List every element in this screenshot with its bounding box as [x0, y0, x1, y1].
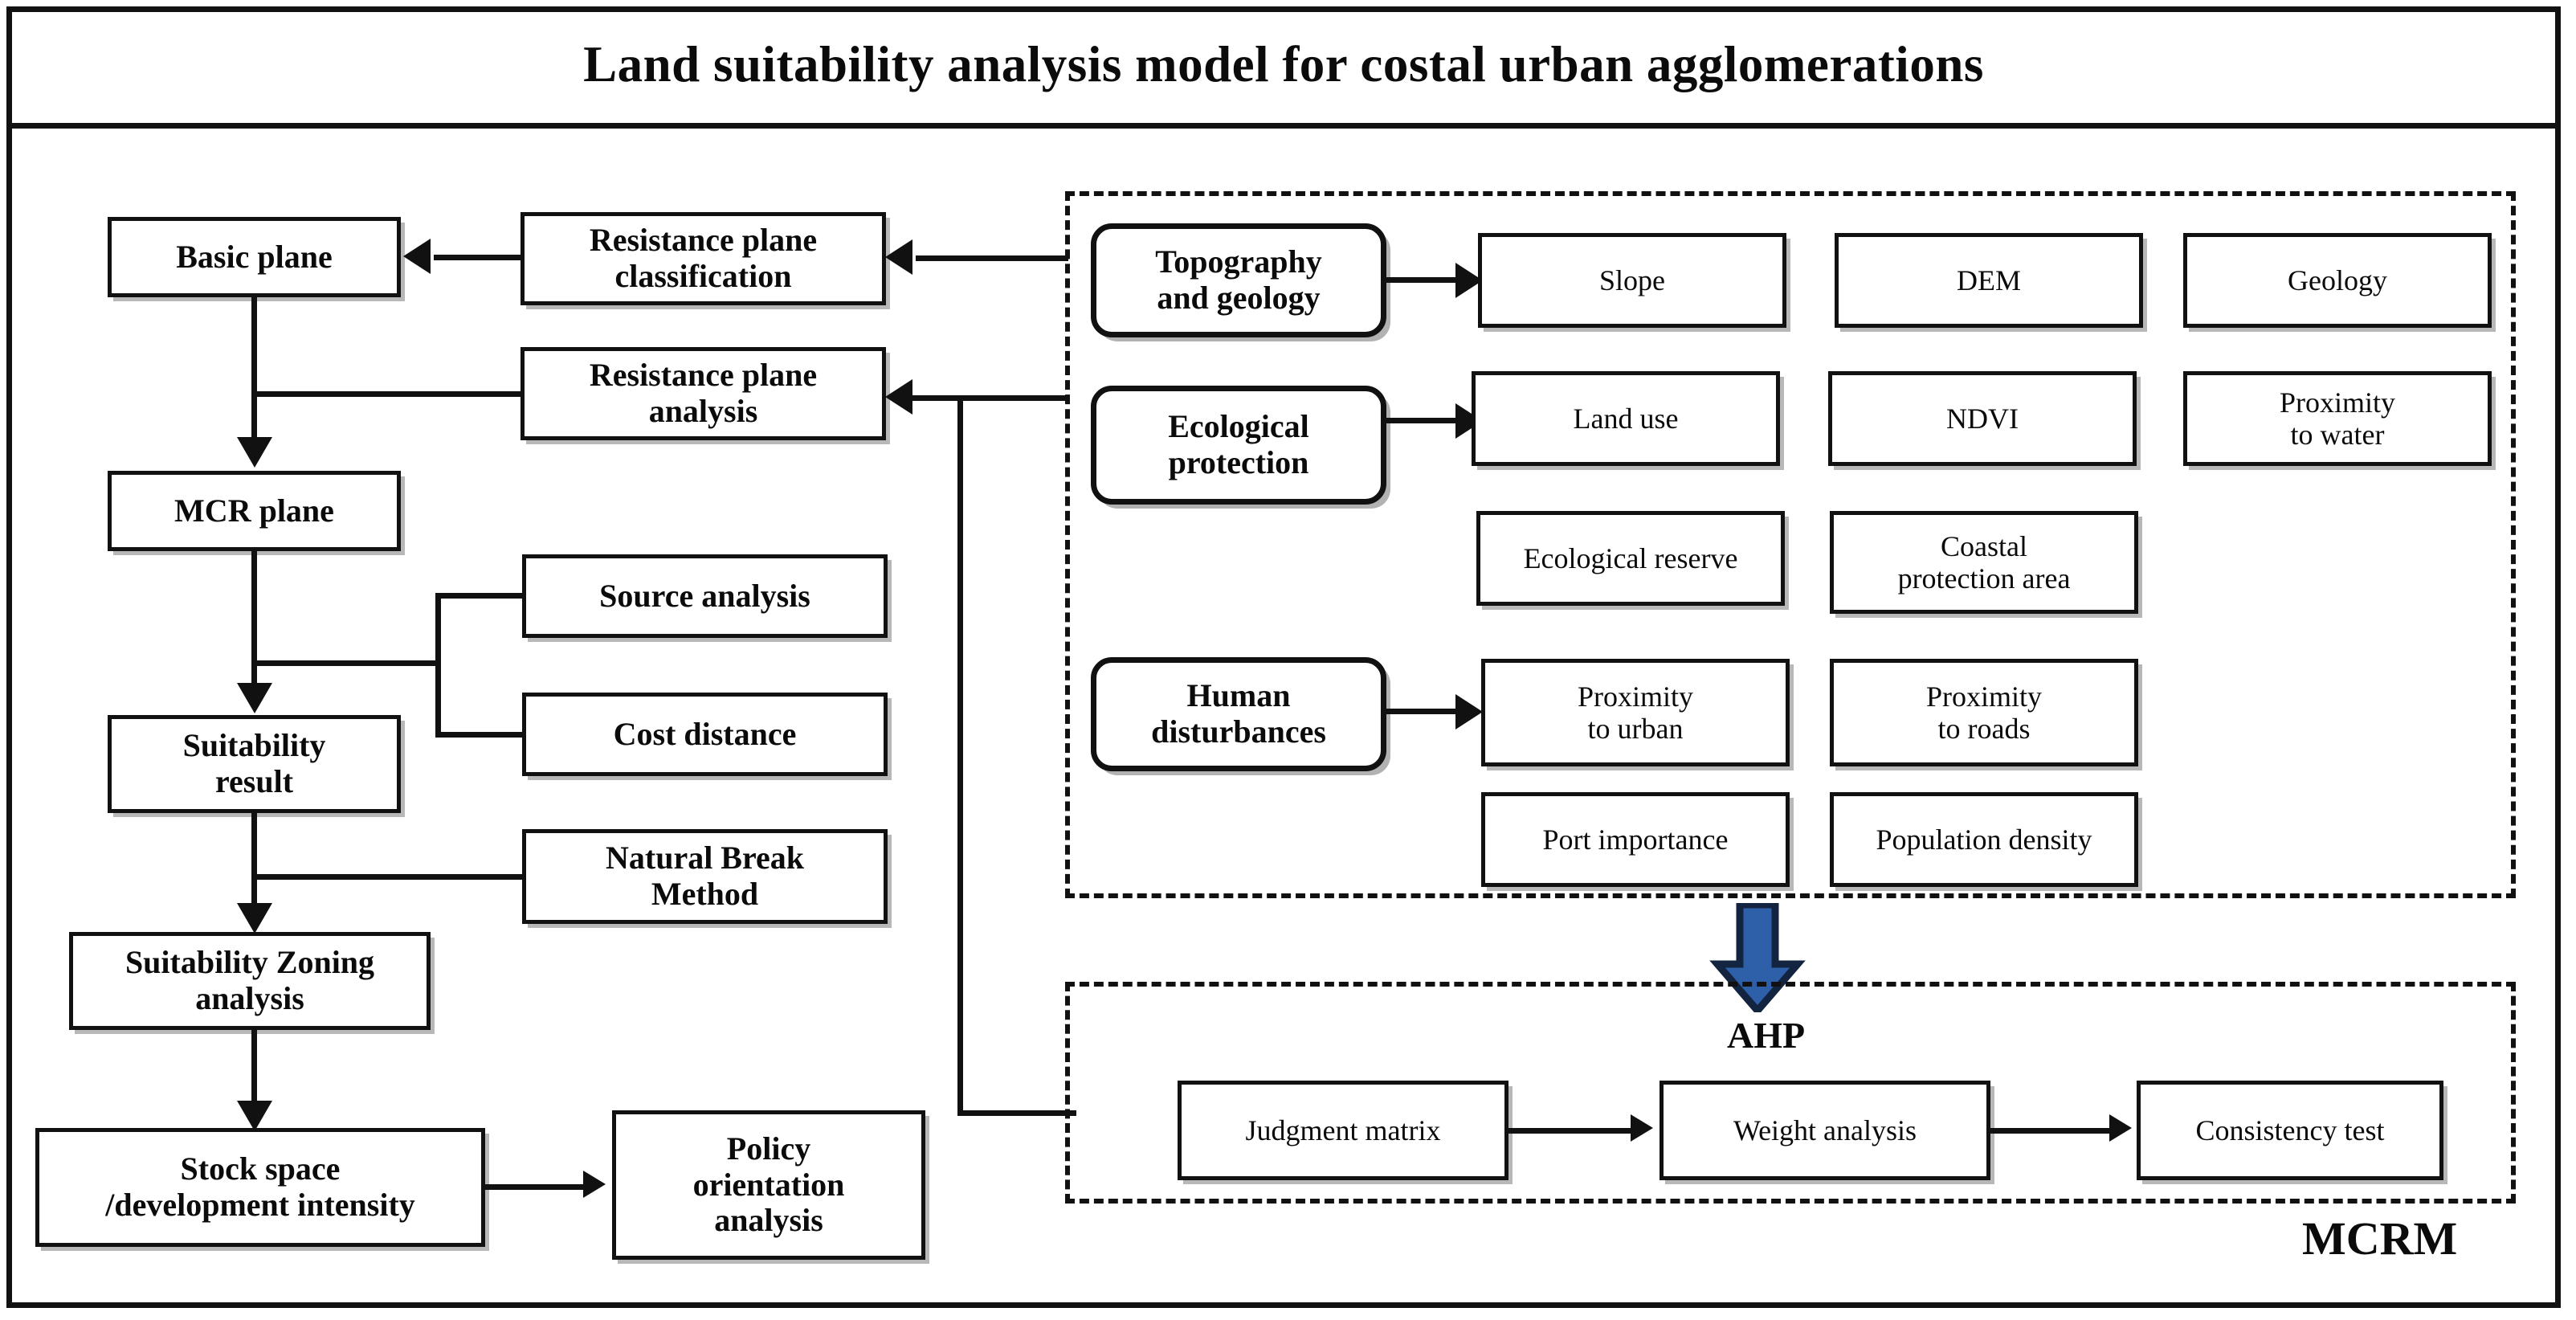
connector-basic-to-mcr [251, 297, 257, 440]
bracket-top-to-source-analysis [435, 593, 525, 599]
connector-mcr-to-suitability [251, 551, 257, 686]
arrowhead-right [583, 1171, 606, 1198]
node-population-density[interactable]: Population density [1830, 792, 2138, 887]
connector-zoning-to-stock [251, 1030, 257, 1107]
node-dem[interactable]: DEM [1835, 233, 2143, 328]
connector-natural-break-to-trunk [251, 874, 526, 880]
node-ecological-protection[interactable]: Ecological protection [1091, 386, 1386, 505]
arrowhead-right [1455, 694, 1483, 729]
node-label: Stock space /development intensity [105, 1150, 415, 1223]
node-coastal-protection-area[interactable]: Coastal protection area [1830, 511, 2138, 614]
connector-arrow-stub [912, 395, 961, 401]
node-label: Geology [2288, 264, 2387, 296]
arrowhead-left [885, 239, 912, 275]
node-label: MCR plane [174, 492, 334, 529]
node-stock-space-development-intensity[interactable]: Stock space /development intensity [35, 1128, 485, 1247]
node-label: Judgment matrix [1245, 1114, 1441, 1146]
node-label: Population density [1876, 823, 2092, 856]
arrowhead-down [237, 437, 272, 468]
node-label: Coastal protection area [1897, 529, 2071, 595]
node-suitability-result[interactable]: Suitability result [108, 715, 401, 813]
node-label: Natural Break Method [605, 840, 805, 912]
node-proximity-to-urban[interactable]: Proximity to urban [1481, 659, 1790, 766]
node-label: Slope [1598, 264, 1665, 296]
arrowhead-right [1631, 1114, 1653, 1142]
ahp-heading: AHP [1727, 1015, 1806, 1056]
arrowhead-down [237, 903, 272, 934]
connector-ahp-trunk-vertical [957, 395, 963, 1116]
connector-panel-to-resistance-classification [916, 255, 1068, 261]
node-label: Land use [1573, 402, 1679, 435]
node-proximity-to-water[interactable]: Proximity to water [2183, 371, 2492, 466]
node-human-disturbances[interactable]: Human disturbances [1091, 657, 1386, 771]
node-ndvi[interactable]: NDVI [1828, 371, 2137, 466]
node-consistency-test[interactable]: Consistency test [2137, 1081, 2443, 1180]
node-label: Source analysis [599, 577, 810, 614]
node-label: Port importance [1542, 823, 1729, 856]
node-label: Proximity to water [2279, 386, 2396, 451]
connector-ahp-trunk-to-ahp-panel [957, 1110, 1076, 1116]
node-source-analysis[interactable]: Source analysis [522, 554, 888, 638]
arrowhead-down [237, 1101, 272, 1131]
node-label: Weight analysis [1733, 1114, 1917, 1146]
node-label: Suitability Zoning analysis [125, 944, 375, 1016]
ahp-panel [1065, 982, 2516, 1204]
node-label: Basic plane [176, 238, 333, 275]
connector-suitability-to-zoning [251, 813, 257, 908]
title-bar: Land suitability analysis model for cost… [6, 6, 2561, 129]
node-policy-orientation-analysis[interactable]: Policy orientation analysis [612, 1110, 925, 1260]
node-label: Suitability result [182, 727, 326, 799]
connector-human-to-proximity-urban [1386, 709, 1464, 714]
node-land-use[interactable]: Land use [1472, 371, 1780, 466]
page-title: Land suitability analysis model for cost… [583, 36, 1984, 92]
node-label: Topography and geology [1155, 243, 1322, 316]
node-label: Ecological reserve [1523, 541, 1738, 574]
node-cost-distance[interactable]: Cost distance [522, 693, 888, 776]
connector-stock-to-policy [485, 1184, 590, 1190]
indicator-panel [1065, 191, 2516, 898]
connector-weight-to-consistency [1990, 1128, 2116, 1134]
node-basic-plane[interactable]: Basic plane [108, 217, 401, 297]
node-label: DEM [1957, 264, 2021, 296]
bracket-stem-to-mcr-trunk [251, 660, 441, 666]
connector-panel-to-resistance-analysis [957, 395, 1070, 401]
node-judgment-matrix[interactable]: Judgment matrix [1178, 1081, 1508, 1180]
node-label: Resistance plane analysis [589, 357, 818, 429]
connector-resistance-classification-to-basic [434, 255, 524, 260]
mcrm-label: MCRM [2302, 1212, 2458, 1265]
node-suitability-zoning-analysis[interactable]: Suitability Zoning analysis [69, 932, 431, 1030]
node-resistance-plane-classification[interactable]: Resistance plane classification [521, 212, 886, 305]
node-topography-and-geology[interactable]: Topography and geology [1091, 223, 1386, 337]
node-label: Policy orientation analysis [692, 1130, 845, 1239]
node-weight-analysis[interactable]: Weight analysis [1659, 1081, 1990, 1180]
node-label: Proximity to urban [1577, 680, 1694, 745]
node-ecological-reserve[interactable]: Ecological reserve [1476, 511, 1785, 606]
node-label: Cost distance [613, 715, 797, 752]
node-geology[interactable]: Geology [2183, 233, 2492, 328]
arrowhead-left [885, 379, 912, 415]
node-port-importance[interactable]: Port importance [1481, 792, 1790, 887]
node-resistance-plane-analysis[interactable]: Resistance plane analysis [521, 347, 886, 440]
node-label: Resistance plane classification [589, 222, 818, 294]
arrowhead-right [2109, 1114, 2132, 1142]
node-natural-break-method[interactable]: Natural Break Method [522, 829, 888, 924]
node-label: Consistency test [2195, 1114, 2385, 1146]
node-label: Human disturbances [1151, 677, 1326, 750]
node-label: Proximity to roads [1925, 680, 2043, 745]
connector-judgment-to-weight [1508, 1128, 1637, 1134]
node-label: Ecological protection [1168, 408, 1309, 480]
connector-resistance-analysis-to-trunk [251, 391, 525, 397]
node-mcr-plane[interactable]: MCR plane [108, 471, 401, 551]
arrowhead-left [403, 239, 431, 274]
node-proximity-to-roads[interactable]: Proximity to roads [1830, 659, 2138, 766]
connector-topography-to-slope [1386, 277, 1464, 283]
node-label: NDVI [1946, 402, 2019, 435]
arrowhead-down [237, 683, 272, 713]
connector-ecological-to-land-use [1386, 418, 1464, 423]
bracket-bottom-to-cost-distance [435, 732, 525, 738]
node-slope[interactable]: Slope [1478, 233, 1786, 328]
